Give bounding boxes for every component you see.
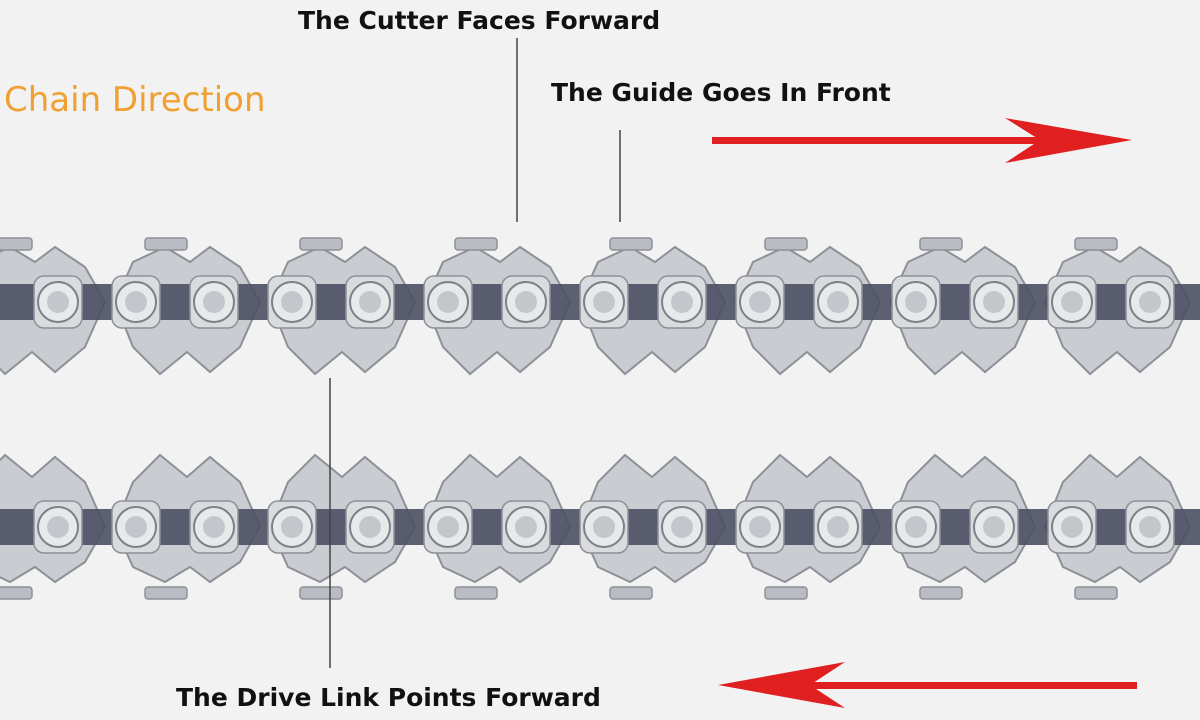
rivet-center — [281, 291, 303, 313]
cutter-tooth — [299, 237, 343, 251]
cutter-tooth — [919, 237, 963, 251]
lower-arrow-left-icon — [718, 662, 1137, 708]
cutter-tooth — [609, 237, 653, 251]
cutter-tooth — [1074, 586, 1118, 600]
rivet-center — [749, 516, 771, 538]
upper-chain — [0, 237, 1200, 376]
rivet-center — [1139, 516, 1161, 538]
rivet-center — [827, 291, 849, 313]
rivet-center — [203, 516, 225, 538]
rivet-center — [47, 516, 69, 538]
drive-link-label: The Drive Link Points Forward — [176, 683, 601, 712]
rivet-center — [359, 516, 381, 538]
cutter-tooth — [609, 586, 653, 600]
cutter-tooth — [0, 586, 33, 600]
lower-chain — [0, 453, 1200, 600]
upper-arrow-right-icon — [712, 118, 1132, 163]
cutter-tooth — [919, 586, 963, 600]
rivet-center — [281, 516, 303, 538]
rivet-center — [983, 516, 1005, 538]
rivet-center — [47, 291, 69, 313]
cutter-tooth — [454, 586, 498, 600]
rivet-center — [593, 516, 615, 538]
rivet-center — [1139, 291, 1161, 313]
rivet-center — [437, 291, 459, 313]
rivet-center — [437, 516, 459, 538]
cutter-tooth — [764, 586, 808, 600]
rivet-center — [905, 291, 927, 313]
rivet-center — [593, 291, 615, 313]
rivet-center — [125, 291, 147, 313]
rivet-center — [905, 516, 927, 538]
guide-label: The Guide Goes In Front — [551, 78, 891, 107]
rivet-center — [203, 291, 225, 313]
rivet-center — [671, 516, 693, 538]
rivet-center — [359, 291, 381, 313]
cutter-tooth — [454, 237, 498, 251]
rivet-center — [671, 291, 693, 313]
cutter-tooth — [764, 237, 808, 251]
rivet-center — [983, 291, 1005, 313]
cutter-tooth — [299, 586, 343, 600]
rivet-center — [749, 291, 771, 313]
cutter-tooth — [1074, 237, 1118, 251]
rivet-center — [515, 516, 537, 538]
cutter-tooth — [0, 237, 33, 251]
rivet-center — [1061, 516, 1083, 538]
chain-direction-title: Chain Direction — [4, 80, 266, 120]
cutter-tooth — [144, 237, 188, 251]
rivet-center — [125, 516, 147, 538]
cutter-label: The Cutter Faces Forward — [298, 6, 661, 35]
rivet-center — [1061, 291, 1083, 313]
rivet-center — [827, 516, 849, 538]
cutter-tooth — [144, 586, 188, 600]
rivet-center — [515, 291, 537, 313]
